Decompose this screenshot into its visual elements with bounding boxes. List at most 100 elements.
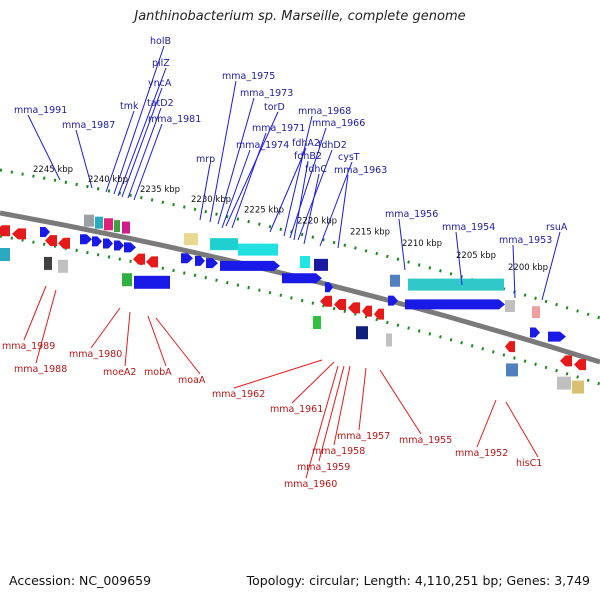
- forward-gene-label[interactable]: mma_1968: [298, 106, 351, 117]
- forward-gene-label[interactable]: yncA: [148, 78, 172, 89]
- forward-feature-block[interactable]: [210, 238, 238, 251]
- forward-gene-label[interactable]: tatD2: [147, 98, 174, 109]
- reverse-gene-label[interactable]: mobA: [144, 367, 172, 378]
- forward-gene[interactable]: [195, 255, 205, 266]
- reverse-gene-label[interactable]: mma_1952: [455, 448, 508, 459]
- forward-gene-label[interactable]: mma_1987: [62, 120, 115, 131]
- forward-feature-block[interactable]: [408, 278, 504, 291]
- forward-gene-label[interactable]: mma_1974: [236, 140, 289, 151]
- forward-gene-label[interactable]: mrp: [196, 154, 215, 165]
- reverse-feature-block[interactable]: [313, 316, 321, 330]
- reverse-feature-block[interactable]: [0, 248, 10, 261]
- reverse-gene-label[interactable]: mma_1957: [337, 431, 390, 442]
- forward-gene[interactable]: [220, 260, 280, 271]
- forward-gene-label[interactable]: mma_1953: [499, 235, 552, 246]
- forward-gene-label[interactable]: cysT: [338, 152, 360, 163]
- forward-feature-block[interactable]: [104, 218, 113, 231]
- features-layer[interactable]: [0, 214, 586, 394]
- reverse-feature-block[interactable]: [134, 275, 170, 289]
- forward-gene-label[interactable]: mma_1991: [14, 105, 67, 116]
- forward-gene[interactable]: [114, 240, 124, 251]
- reverse-gene-label[interactable]: mma_1959: [297, 462, 350, 473]
- reverse-gene[interactable]: [45, 235, 57, 247]
- forward-gene-label[interactable]: fdhA2: [292, 138, 320, 149]
- reverse-feature-block[interactable]: [122, 273, 132, 287]
- forward-gene[interactable]: [530, 327, 540, 338]
- forward-gene-label[interactable]: fdhC: [305, 164, 327, 175]
- reverse-gene[interactable]: [560, 355, 572, 367]
- forward-gene-label[interactable]: holB: [150, 36, 171, 47]
- forward-feature-block[interactable]: [505, 300, 515, 313]
- forward-feature-block[interactable]: [114, 220, 120, 233]
- forward-gene-label[interactable]: mma_1981: [148, 114, 201, 125]
- forward-gene-label[interactable]: tmk: [120, 101, 139, 112]
- reverse-gene[interactable]: [0, 225, 10, 237]
- reverse-gene-label[interactable]: moaA: [178, 375, 206, 386]
- forward-feature-block[interactable]: [314, 258, 328, 271]
- forward-gene[interactable]: [206, 258, 218, 269]
- forward-gene[interactable]: [325, 282, 333, 293]
- reverse-feature-block[interactable]: [572, 380, 584, 394]
- forward-gene-label[interactable]: mma_1963: [334, 165, 387, 176]
- reverse-gene-label[interactable]: mma_1958: [312, 446, 365, 457]
- forward-feature-block[interactable]: [238, 243, 278, 256]
- reverse-gene-label[interactable]: mma_1962: [212, 389, 265, 400]
- forward-gene-label[interactable]: mma_1973: [240, 88, 293, 99]
- forward-gene-label[interactable]: fdhB2: [294, 151, 322, 162]
- forward-feature-block[interactable]: [122, 221, 130, 234]
- reverse-gene[interactable]: [133, 253, 145, 265]
- reverse-feature-block[interactable]: [44, 256, 52, 270]
- reverse-gene[interactable]: [12, 228, 26, 240]
- forward-gene[interactable]: [80, 234, 92, 245]
- reverse-gene[interactable]: [362, 305, 372, 317]
- forward-gene[interactable]: [548, 331, 566, 342]
- reverse-gene[interactable]: [574, 359, 586, 371]
- tick-label: 2225 kbp: [244, 205, 284, 215]
- forward-feature-block[interactable]: [184, 233, 198, 246]
- forward-feature-block[interactable]: [390, 274, 400, 287]
- forward-gene-label[interactable]: pilZ: [152, 58, 170, 69]
- reverse-gene[interactable]: [348, 302, 360, 314]
- forward-leader-line: [133, 123, 163, 201]
- reverse-gene-label[interactable]: hisC1: [516, 458, 542, 469]
- reverse-gene[interactable]: [374, 308, 384, 320]
- reverse-gene-label[interactable]: moeA2: [103, 367, 136, 378]
- reverse-gene-label[interactable]: mma_1955: [399, 435, 452, 446]
- forward-feature-block[interactable]: [84, 214, 94, 227]
- forward-feature-block[interactable]: [532, 306, 540, 319]
- reverse-feature-block[interactable]: [386, 333, 392, 347]
- forward-feature-block[interactable]: [300, 256, 310, 268]
- forward-gene[interactable]: [388, 295, 398, 306]
- forward-gene-label[interactable]: mma_1975: [222, 71, 275, 82]
- reverse-feature-block[interactable]: [356, 326, 368, 340]
- reverse-feature-block[interactable]: [506, 363, 518, 377]
- reverse-gene-label[interactable]: mma_1960: [284, 479, 337, 490]
- reverse-gene[interactable]: [320, 295, 332, 307]
- reverse-gene[interactable]: [505, 341, 515, 353]
- forward-gene[interactable]: [405, 299, 505, 310]
- reverse-gene-label[interactable]: mma_1989: [2, 341, 55, 352]
- forward-feature-block[interactable]: [95, 216, 103, 229]
- reverse-gene-label[interactable]: mma_1980: [69, 349, 122, 360]
- reverse-feature-block[interactable]: [557, 376, 571, 390]
- forward-gene[interactable]: [92, 236, 102, 247]
- forward-gene-label[interactable]: rsuA: [546, 222, 568, 233]
- reverse-gene[interactable]: [334, 298, 346, 310]
- reverse-gene-label[interactable]: mma_1961: [270, 404, 323, 415]
- forward-gene[interactable]: [124, 242, 136, 253]
- forward-gene-label[interactable]: mma_1966: [312, 118, 365, 129]
- reverse-gene[interactable]: [58, 237, 70, 249]
- reverse-feature-block[interactable]: [58, 259, 68, 273]
- forward-gene-label[interactable]: mma_1956: [385, 209, 438, 220]
- reverse-gene-label[interactable]: mma_1988: [14, 364, 67, 375]
- forward-gene-label[interactable]: mma_1971: [252, 123, 305, 134]
- forward-gene[interactable]: [181, 253, 193, 264]
- forward-gene-label[interactable]: torD: [264, 102, 285, 113]
- forward-gene[interactable]: [103, 238, 113, 249]
- forward-gene[interactable]: [282, 273, 322, 284]
- forward-gene-label[interactable]: fdhD2: [318, 140, 347, 151]
- forward-gene-label[interactable]: mma_1954: [442, 222, 495, 233]
- forward-gene[interactable]: [40, 227, 50, 238]
- reverse-gene[interactable]: [146, 256, 158, 268]
